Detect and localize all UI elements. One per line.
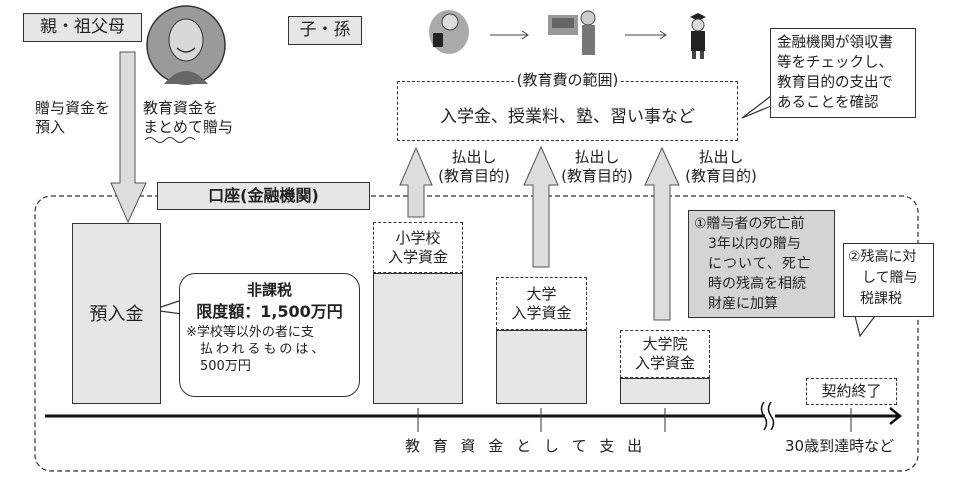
text-line: 大学: [526, 285, 557, 303]
elementary-fund-label: 小学校入学資金: [373, 222, 463, 273]
spent-label: 教 育 資 金 と し て 支 出: [405, 437, 647, 455]
withdrawal-label-3: 払出し(教育目的): [681, 148, 761, 186]
university-fund-column: [496, 330, 587, 404]
child-schoolkid-icon: [429, 10, 469, 54]
text-line: して贈与: [862, 270, 918, 286]
text-line: 大学院: [642, 335, 688, 353]
university-fund-label: 大学入学資金: [496, 277, 587, 330]
text-line: 入学資金: [634, 354, 695, 372]
deposit-column: 預入金: [72, 223, 161, 404]
lump-sum-gift-text: 教育資金を まとめて贈与: [143, 99, 233, 137]
timeline-arrowhead: [889, 407, 903, 425]
text-line: ①贈与者の死亡前: [694, 216, 805, 232]
education-scope-box: (教育費の範囲) 入学金、授業料、塾、習い事など: [397, 71, 738, 141]
tax-free-title: 非課税: [246, 281, 292, 299]
withdraw-arrow-3: [644, 146, 680, 321]
gift-tax-note: ②残高に対 して贈与 税課税: [843, 243, 934, 317]
text-line: (教育目的): [685, 167, 757, 185]
text-line: 教育目的の支出で: [777, 75, 893, 91]
text-line: 3年以内の贈与: [708, 236, 801, 252]
text-line: ※学校等以外の者に支: [186, 325, 314, 340]
text-line: 入学資金: [511, 304, 572, 322]
text-line: 払出し: [451, 148, 497, 166]
deposit-down-arrow: [110, 51, 147, 224]
end-condition-label: 30歳到達時など: [785, 437, 895, 455]
scope-items: 入学金、授業料、塾、習い事など: [440, 107, 695, 127]
text-line: 払出し: [698, 148, 744, 166]
text-line: (教育目的): [438, 167, 510, 185]
deposit-gift-fund-text: 贈与資金を 預入: [35, 99, 110, 137]
text-line: 教育資金を: [143, 99, 219, 117]
text-line: 財産に加算: [708, 296, 778, 312]
text-line: 預入: [35, 118, 66, 136]
wavy-underline: [144, 137, 196, 143]
text-line: 贈与資金を: [35, 99, 111, 117]
grandparent-avatar-icon: [146, 5, 226, 85]
child-student-school-icon: [548, 10, 596, 55]
text-line: 払出し: [574, 148, 620, 166]
text-line: 等をチェックし、: [777, 55, 893, 71]
account-header: 口座(金融機関): [157, 182, 370, 210]
timeline-break-icon: [760, 401, 775, 431]
graduate-fund-label: 大学院入学資金: [620, 330, 710, 378]
text-line: 500万円: [200, 359, 251, 374]
text-line: まとめて贈与: [143, 118, 234, 136]
text-line: 金融機関が領収書: [777, 35, 893, 51]
text-line: (教育目的): [561, 167, 633, 185]
contract-end-label: 契約終了: [806, 378, 897, 405]
withdraw-arrow-2: [523, 145, 559, 268]
parents-label: 親・祖父母: [23, 13, 142, 42]
graduate-icon: [690, 13, 706, 59]
text-line: 入学資金: [387, 248, 448, 266]
withdrawal-label-1: 払出し(教育目的): [434, 148, 514, 186]
tax-free-bubble: 非課税 限度額：1,500万円 ※学校等以外の者に支 払われるものは、 500万…: [179, 273, 360, 397]
tax-free-note: ※学校等以外の者に支 払われるものは、 500万円: [186, 324, 353, 375]
bank-check-callout: 金融機関が領収書 等をチェックし、 教育目的の支出で あることを確認: [770, 28, 916, 118]
graduate-fund-column: [620, 378, 710, 404]
text-line: 払われるものは、: [200, 342, 328, 357]
text-line: 小学校: [395, 229, 441, 247]
text-line: 時の残高を相続: [708, 276, 806, 292]
elementary-fund-column: [373, 273, 463, 404]
text-line: ②残高に対: [848, 249, 917, 265]
text-line: について、死亡: [708, 256, 812, 272]
text-line: あることを確認: [777, 95, 879, 111]
tax-free-limit: 限度額：1,500万円: [196, 302, 343, 321]
withdraw-arrow-1: [399, 146, 433, 218]
text-line: 税課税: [860, 291, 902, 307]
inheritance-note: ①贈与者の死亡前 3年以内の贈与 について、死亡 時の残高を相続 財産に加算: [688, 210, 835, 318]
scope-title: (教育費の範囲): [513, 71, 622, 89]
withdrawal-label-2: 払出し(教育目的): [557, 148, 637, 186]
account-area-border: [34, 195, 919, 472]
deposit-label: 預入金: [89, 304, 144, 325]
children-label: 子・孫: [288, 16, 362, 45]
